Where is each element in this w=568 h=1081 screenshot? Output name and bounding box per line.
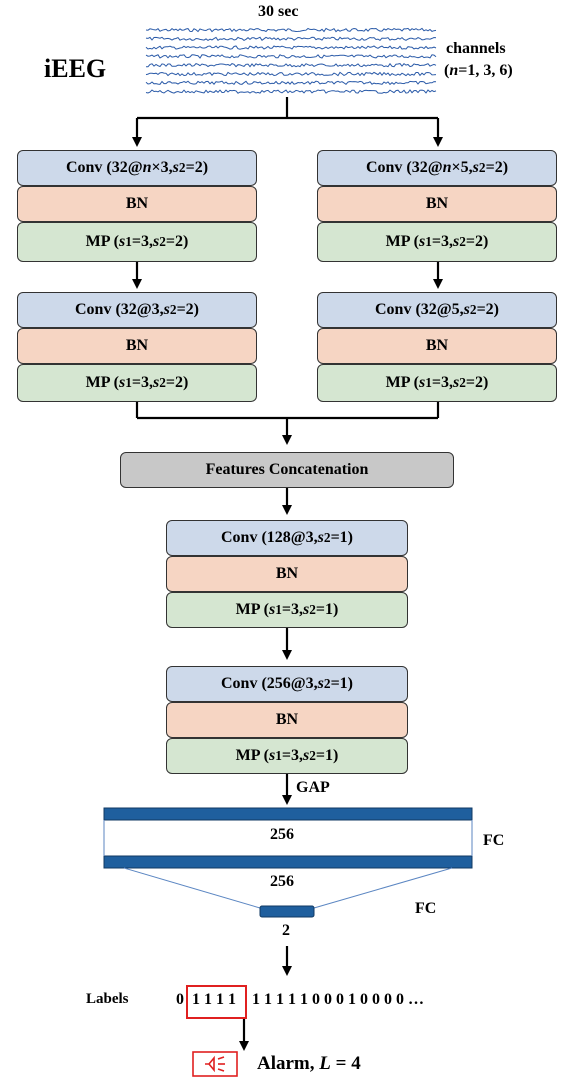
gap-label: GAP	[296, 779, 330, 796]
fc1-bottom-bar	[103, 855, 473, 869]
channels-count-label: (n=1, 3, 6)	[444, 62, 513, 79]
eeg-trace-line	[145, 45, 437, 50]
duration-label: 30 sec	[258, 3, 299, 20]
eeg-trace-line	[145, 27, 437, 33]
fc2-label: FC	[415, 900, 437, 917]
main-bn-2: BN	[166, 702, 408, 738]
channels-label: channels	[446, 40, 506, 57]
label-first: 0	[176, 991, 184, 1008]
eeg-trace-line	[146, 62, 437, 68]
signal-label: iEEG	[44, 54, 107, 83]
eeg-signal-traces	[145, 27, 437, 94]
labels-caption: Labels	[86, 991, 129, 1007]
label-boxed: 1 1 1 1	[192, 991, 236, 1008]
eeg-trace-line	[145, 54, 437, 59]
fc1-top-bar	[103, 807, 473, 821]
speaker-icon	[192, 1051, 238, 1077]
eeg-trace-line	[145, 80, 437, 86]
right-bn-1: BN	[317, 186, 557, 222]
eeg-trace-line	[145, 36, 437, 42]
left-bn-1: BN	[17, 186, 257, 222]
alarm-window-box	[186, 985, 247, 1019]
fc1-units: 256	[270, 826, 294, 843]
output-units: 2	[282, 922, 290, 939]
fc2-output-bar	[259, 905, 315, 918]
eeg-trace-line	[145, 71, 437, 77]
left-bn-2: BN	[17, 328, 257, 364]
label-rest: 1 1 1 1 1 0 0 0 1 0 0 0 0 …	[252, 991, 424, 1008]
features-concatenation: Features Concatenation	[120, 452, 454, 488]
right-bn-2: BN	[317, 328, 557, 364]
fc2-units: 256	[270, 873, 294, 890]
alarm-label: Alarm, L = 4	[257, 1053, 361, 1074]
main-bn-1: BN	[166, 556, 408, 592]
eeg-trace-line	[145, 89, 437, 94]
split-arrows	[132, 97, 443, 1051]
fc1-label: FC	[483, 832, 505, 849]
